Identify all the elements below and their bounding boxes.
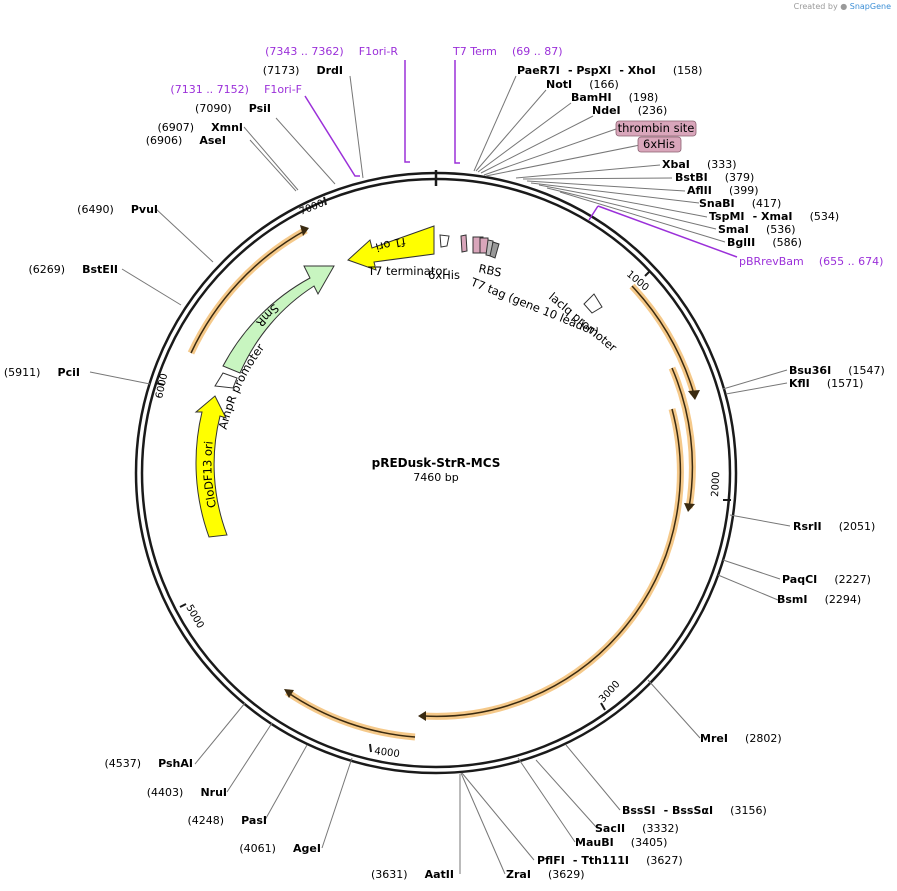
site-smai: SmaI (536) [718,218,796,237]
site-paqci: PaqCI (2227) [782,568,871,587]
site-maubi: MauBI (3405) [575,831,667,850]
his-tag-box-label: 6xHis [643,137,675,151]
tick-7000: 7000 [298,198,326,218]
site-asei: (6906) AseI [146,129,226,148]
t7-terminator-label: T7 terminator [367,264,447,278]
site-ndei: NdeI (236) [592,99,667,118]
map-length: 7460 bp [413,471,458,484]
site-pcii: (5911) PciI [4,361,80,380]
site-noti: NotI (166) [546,73,619,92]
site-xbai: XbaI (333) [662,153,737,172]
site-rsrii: RsrII (2051) [793,515,875,534]
boxed-feature-labels: thrombin site 6xHis [615,120,697,153]
orf-arrow-1 [629,283,700,400]
site-bamhi: BamHI (198) [571,86,658,105]
site-bstbi: BstBI (379) [675,166,754,185]
primer-t7-term: T7 Term (69 .. 87) [452,40,563,59]
snapgene-credit: Created by ● SnapGene [794,2,891,11]
primer-f1ori-f: (7131 .. 7152) F1ori-F [170,78,302,97]
site-bsmi: BsmI (2294) [777,588,861,607]
credit-brand: SnapGene [849,2,891,11]
site-mrei: MreI (2802) [700,727,782,746]
site-psii: (7090) PsiI [195,97,271,116]
feature-rbs: RBS [477,261,502,279]
site-sacii: SacII (3332) [595,817,679,836]
feature-6xhis: 6xHis [428,234,468,282]
site-kfli: KflI (1571) [789,372,863,391]
map-title: pREDusk-StrR-MCS [372,456,501,470]
site-tspmi: TspMI - XmaI (534) [709,205,839,224]
orf-arrow-5 [187,225,309,355]
tick-4000: 4000 [374,746,401,760]
site-bsteii: (6269) BstEII [28,258,118,277]
feature-clodf13-ori: CloDF13 ori [194,395,228,538]
site-aflii: AflII (399) [687,179,759,198]
site-nrui: (4403) NruI [147,781,227,800]
feature-smr: SmR [222,265,335,374]
site-agei: (4061) AgeI [239,837,321,856]
clodf13-ori-label: CloDF13 ori [200,440,219,509]
feature-t7-terminator: T7 terminator [367,234,450,278]
his-tag-label: 6xHis [428,268,460,282]
rbs-label: RBS [477,261,502,279]
primer-f1ori-r: (7343 .. 7362) F1ori-R [265,40,398,59]
site-snabi: SnaBI (417) [699,192,781,211]
primer-pbrrevbam: pBRrevBam (655 .. 674) [739,250,883,269]
tick-3000: 3000 [597,679,622,705]
svg-text:CloDF13 ori: CloDF13 ori [200,440,219,509]
site-xmni: (6907) XmnI [157,116,243,135]
orf-arrow-3 [418,408,684,721]
snapgene-logo-icon: ● [840,2,848,11]
tick-6000: 6000 [154,372,170,399]
site-leader-lines [89,75,791,875]
tick-2000: 2000 [710,471,722,497]
restriction-site-labels: PaeR7I - PspXI - XhoI (158) NotI (166) B… [4,59,885,882]
tick-5000: 5000 [183,603,205,631]
thrombin-site-label: thrombin site [618,121,695,135]
site-pshai: (4537) PshAI [104,752,193,771]
site-bglii: BglII (586) [727,231,802,250]
site-zrai: ZraI (3629) [506,863,585,882]
orf-arrow-2 [668,366,696,512]
site-pflfi: PflFI - Tth111I (3627) [537,849,683,868]
orf-arrows [187,225,700,741]
site-drdi: (7173) DrdI [263,59,343,78]
site-aatii: (3631) AatII [371,863,454,882]
site-pasi: (4248) PasI [187,809,267,828]
site-pvui: (6490) PvuI [77,198,158,217]
feature-f1-ori: f1 ori [347,225,435,271]
site-bsssi: BssSI - BssSαI (3156) [622,799,767,818]
feature-thrombin-site [472,236,489,254]
plasmid-backbone [134,170,738,775]
site-paer7i: PaeR7I - PspXI - XhoI (158) [517,59,702,78]
primer-markers [304,60,738,258]
credit-prefix: Created by [793,2,838,11]
primer-labels: (7343 .. 7362) F1ori-R T7 Term (69 .. 87… [170,40,883,269]
orf-arrow-4 [284,689,416,741]
site-bsu36i: Bsu36I (1547) [789,359,885,378]
